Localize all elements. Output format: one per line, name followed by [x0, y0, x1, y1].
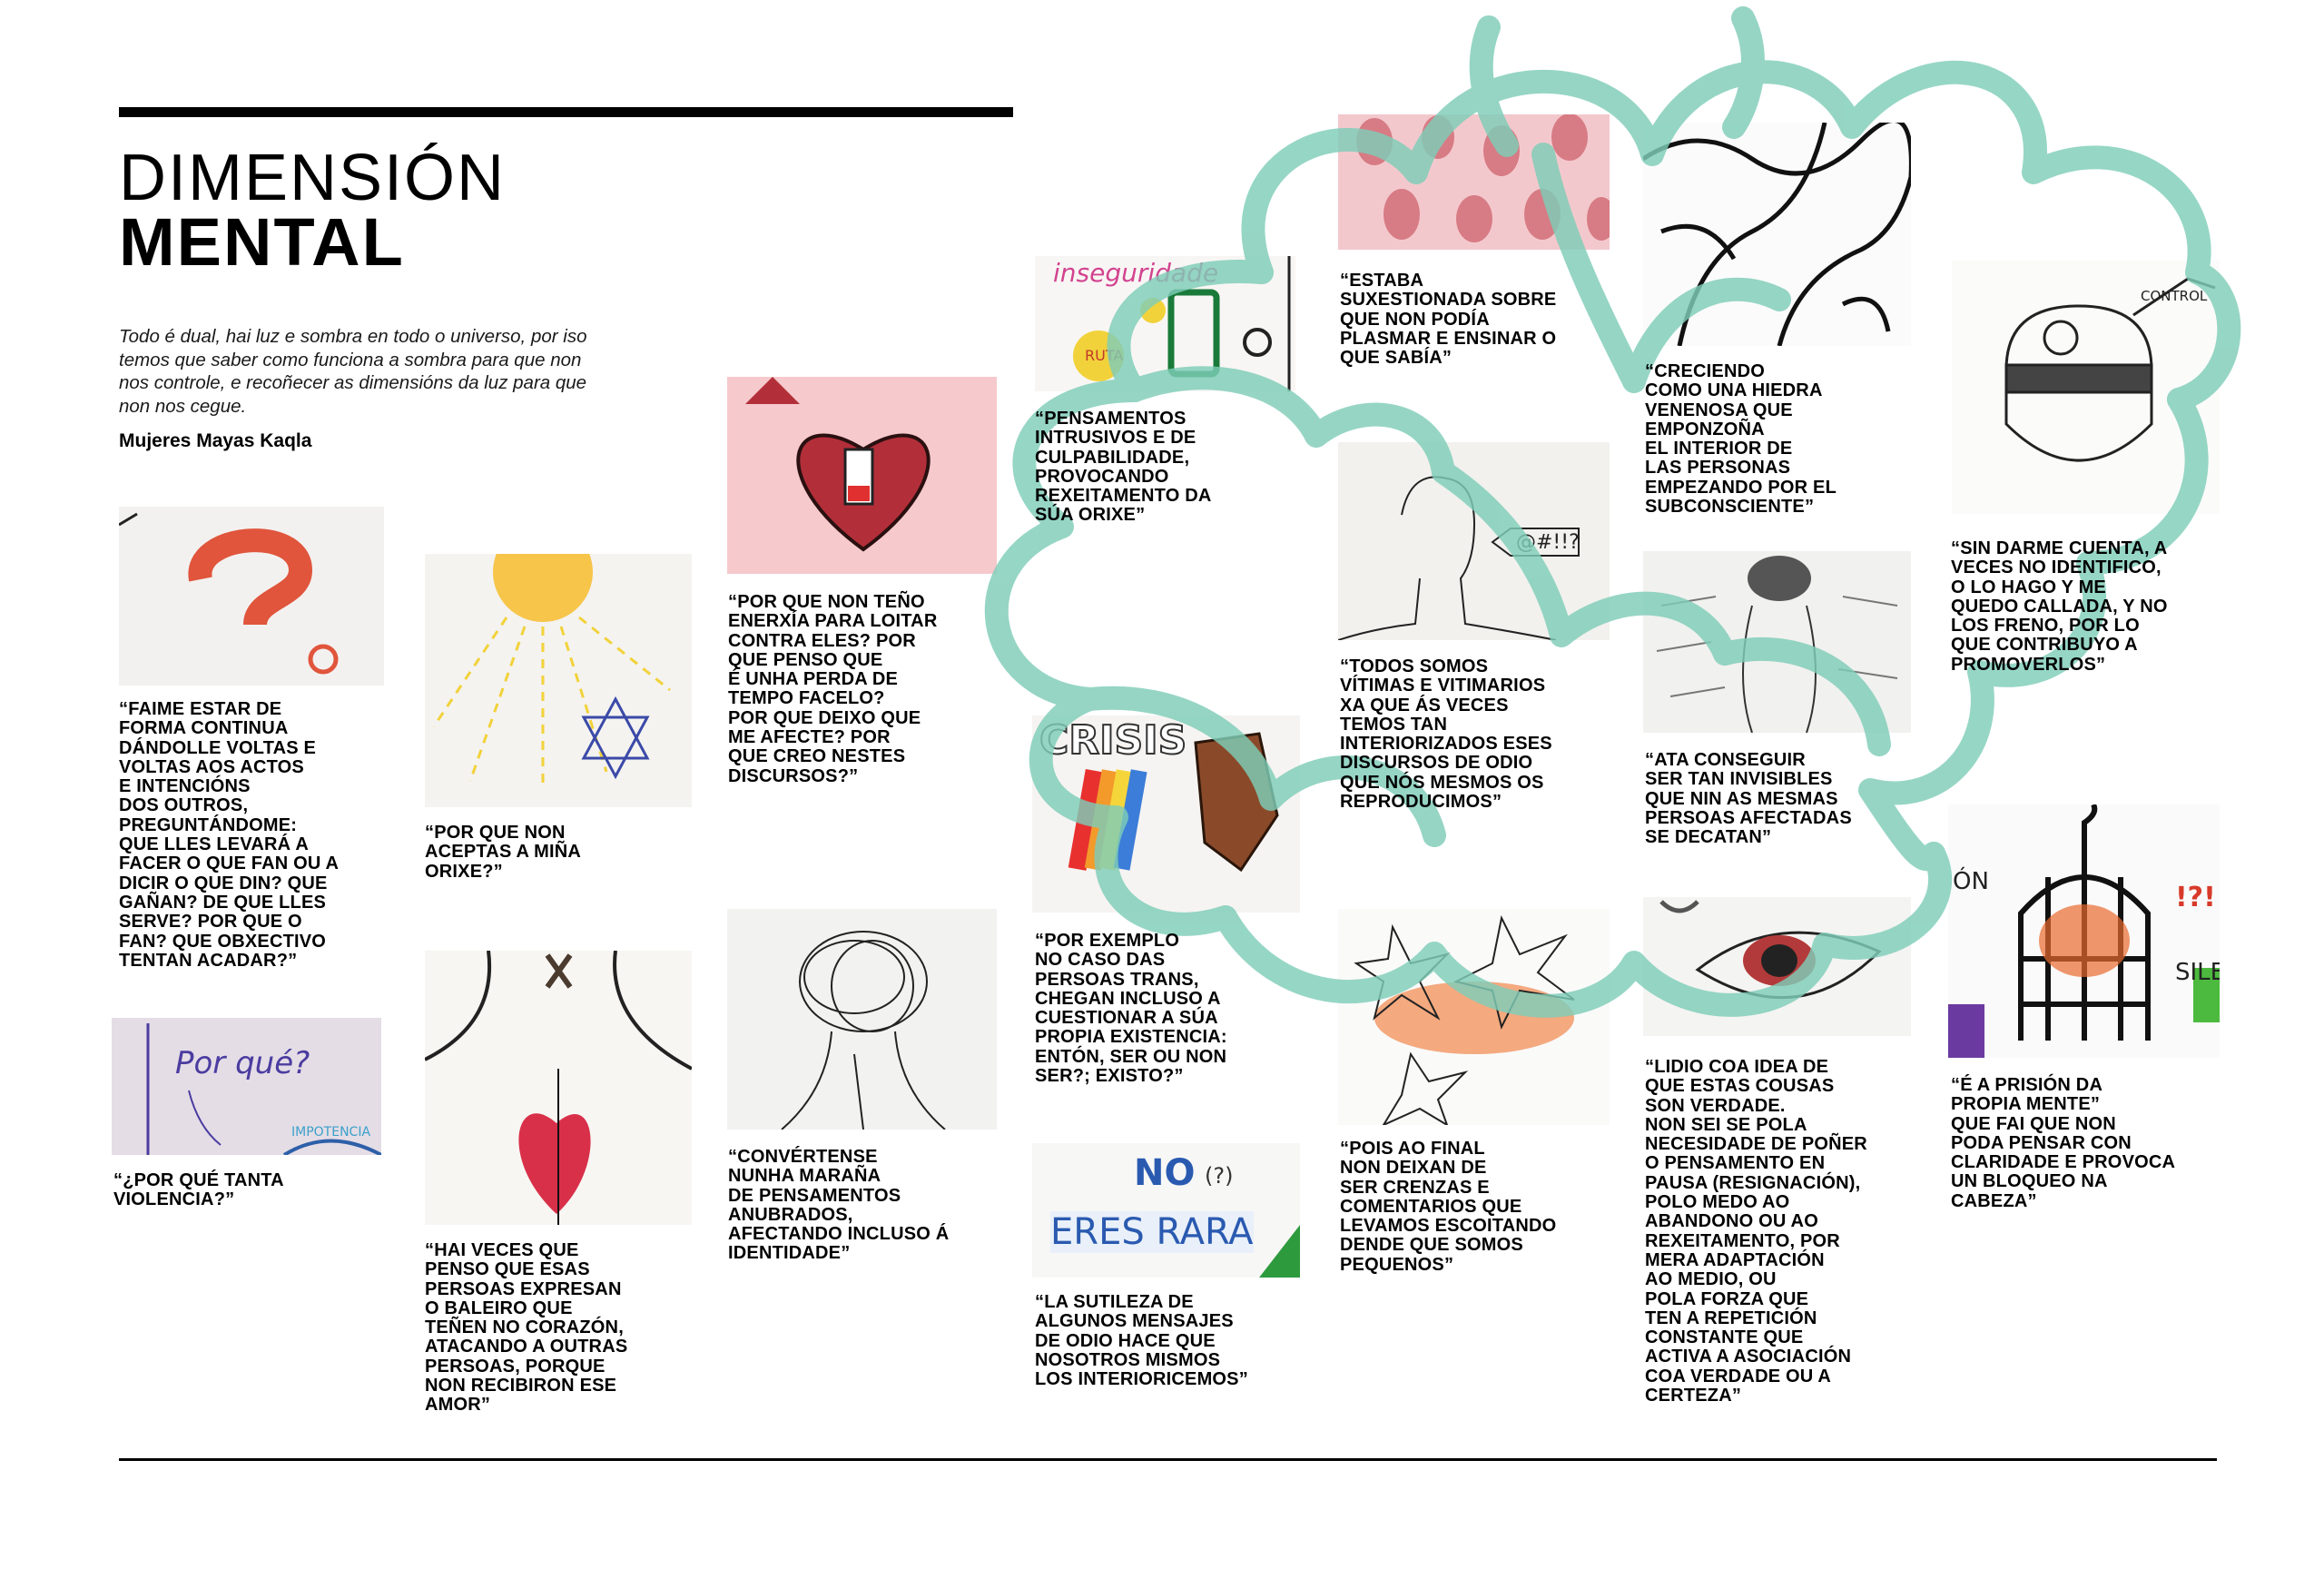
caption-pois-ao-final: “POIS AO FINAL NON DEIXAN DE SER CRENZAS…: [1340, 1139, 1557, 1275]
page-title-bold: MENTAL: [119, 204, 405, 280]
por-que-drawing: Por qué? IMPOTENCIA: [112, 1018, 381, 1155]
caption-la-sutileza: “LA SUTILEZA DE ALGUNOS MENSAJES DE ODIO…: [1035, 1292, 1248, 1390]
caption-por-que-tanta-violencia: “¿POR QUÉ TANTA VIOLENCIA?”: [113, 1170, 284, 1210]
caption-prision-da-mente: “É A PRISIÓN DA PROPIA MENTE” QUE FAI QU…: [1951, 1075, 2176, 1211]
cage-head-drawing: ÓN !?! SILE: [1948, 804, 2220, 1058]
caption-creciendo: “CRECIENDO COMO UNA HIEDRA VENENOSA QUE …: [1645, 361, 1837, 518]
eres-rara-lettering: ERES RARA: [1050, 1211, 1254, 1253]
battery-heart-drawing: [727, 377, 997, 574]
no-eres-rara-drawing: NO (?) ERES RARA: [1032, 1143, 1300, 1278]
question-lettering: (?): [1205, 1163, 1234, 1189]
caption-por-exemplo: “POR EXEMPLO NO CASO DAS PERSOAS TRANS, …: [1035, 931, 1227, 1087]
caption-pensamentos-intrusivos: “PENSAMENTOS INTRUSIVOS E DE CULPABILIDA…: [1035, 409, 1212, 526]
ivy-drawing: [1643, 123, 1911, 346]
impotencia-lettering: IMPOTENCIA: [291, 1125, 371, 1140]
excl-lettering: !?!: [2175, 882, 2216, 913]
inseguridade-drawing: inseguridade RUTA: [1035, 256, 1295, 391]
caption-todos-somos: “TODOS SOMOS VÍTIMAS E VITIMARIOS XA QUE…: [1340, 656, 1552, 813]
caption-por-que-non-teno-enerxia: “POR QUE NON TEÑO ENERXÍA PARA LOITAR CO…: [728, 592, 938, 786]
tangled-head-drawing: [727, 909, 997, 1130]
caption-hai-veces: “HAI VECES QUE PENSO QUE ESAS PERSOAS EX…: [425, 1240, 628, 1416]
speech-lettering: @#!!?: [1516, 531, 1580, 554]
caption-por-que-non-aceptas: “POR QUE NON ACEPTAS A MIÑA ORIXE?”: [425, 823, 582, 882]
explosion-drawing: [1338, 909, 1610, 1125]
feelings-words-drawing: [1643, 551, 1911, 733]
caption-sin-darme-cuenta: “SIN DARME CUENTA, A VECES NO IDENTIFICO…: [1951, 538, 2168, 675]
sun-star-drawing: [425, 554, 692, 807]
por-que-lettering: Por qué?: [175, 1045, 310, 1081]
caption-lidio: “LIDIO COA IDEA DE QUE ESTAS COUSAS SON …: [1645, 1057, 1867, 1406]
crisis-drawing: CRISIS: [1032, 715, 1300, 913]
caption-convertense: “CONVÉRTENSE NUNHA MARAÑA DE PENSAMENTOS…: [728, 1147, 950, 1264]
inseguridade-lettering: inseguridade: [1053, 258, 1219, 288]
question-mark-drawing: [119, 507, 384, 686]
quote-author: Mujeres Mayas Kaqla: [119, 430, 312, 451]
intro-quote: Todo é dual, hai luz e sombra en todo o …: [119, 326, 587, 417]
page-title-light: DIMENSIÓN: [119, 142, 507, 214]
heart-body-drawing: [425, 951, 692, 1225]
top-rule: [119, 107, 1013, 117]
ruta-lettering: RUTA: [1085, 347, 1124, 364]
control-lettering: CONTROL: [2141, 288, 2208, 304]
caption-estaba-suxestionada: “ESTABA SUXESTIONADA SOBRE QUE NON PODÍA…: [1340, 271, 1557, 369]
caption-ata-conseguir: “ATA CONSEGUIR SER TAN INVISIBLES QUE NI…: [1645, 750, 1852, 848]
screaming-head-drawing: @#!!?: [1338, 442, 1610, 640]
control-head-drawing: CONTROL: [1952, 261, 2220, 514]
sile-lettering: SILE: [2175, 959, 2220, 986]
no-lettering: NO: [1134, 1152, 1196, 1194]
caption-faime-estar: “FAIME ESTAR DE FORMA CONTINUA DÁNDOLLE …: [119, 699, 340, 971]
on-lettering: ÓN: [1953, 868, 1989, 895]
crisis-lettering: CRISIS: [1039, 716, 1187, 765]
bottom-rule: [119, 1458, 2217, 1461]
eye-drawing: [1643, 897, 1911, 1036]
sad-faces-drawing: [1338, 114, 1610, 250]
